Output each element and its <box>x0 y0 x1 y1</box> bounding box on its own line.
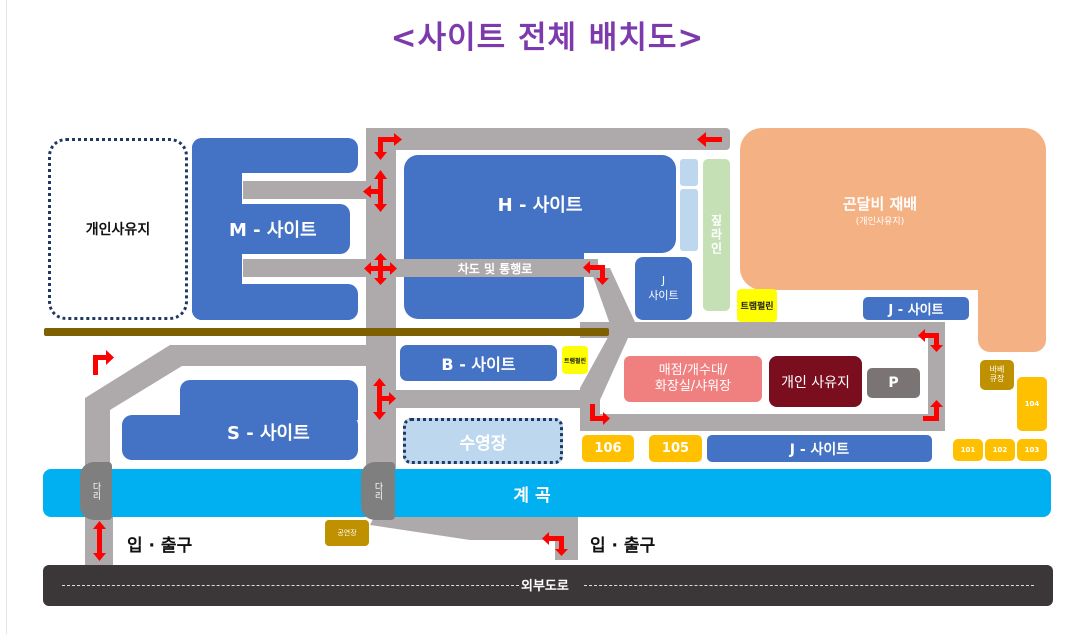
driveway-overlay <box>396 259 598 277</box>
b-site-lower-road <box>366 390 596 408</box>
four-way-arrow-icon <box>364 253 397 285</box>
zipline-label: 짚라인 <box>709 214 723 256</box>
private-land-left-label: 개인사유지 <box>85 222 151 238</box>
outer-road-label: 외부도로 <box>521 579 569 594</box>
private-land-mid-label: 개인 사유지 <box>781 374 850 391</box>
up-right-arrow-icon <box>93 350 114 375</box>
b-site[interactable]: B - 사이트 <box>400 345 557 381</box>
turn-arrow-icon <box>583 261 609 285</box>
trampoline-lower: 트램펄린 <box>562 346 588 374</box>
turn-arrow-icon <box>918 329 943 352</box>
slot-104-label: 104 <box>1024 400 1040 408</box>
t-junction-arrow-icon <box>363 170 387 212</box>
slot-103[interactable]: 103 <box>1017 439 1047 461</box>
m-site-top-arm[interactable] <box>192 138 358 173</box>
slot-103-label: 103 <box>1024 446 1040 454</box>
performance-hall-label: 공연장 <box>337 529 357 537</box>
left-arrow-icon <box>697 132 722 147</box>
stream-label: 계 곡 <box>513 485 551 506</box>
bbq-area: 바베 큐장 <box>980 360 1014 390</box>
j-site-right[interactable]: J - 사이트 <box>863 297 969 320</box>
gondalbi-farm <box>740 128 1046 290</box>
store-label-1: 매점/개수대/ <box>658 362 728 378</box>
gondalbi-label-group: 곤달비 재배 (개인사유지) <box>780 190 980 230</box>
page-title: <사이트 전체 배치도> <box>390 20 705 56</box>
m-site-bottom-arm[interactable] <box>192 284 358 320</box>
private-land-left: 개인사유지 <box>48 138 188 320</box>
slot-102-label: 102 <box>992 446 1008 454</box>
outer-road-dash-right <box>584 585 1034 586</box>
light-blue-block-1 <box>680 159 698 186</box>
entrance-left-label: 입 · 출구 <box>127 536 193 556</box>
zipline: 짚라인 <box>703 159 730 311</box>
stream: 계 곡 <box>43 469 1051 517</box>
s-site-top[interactable] <box>180 380 358 420</box>
s-site-label: S - 사이트 <box>227 422 310 444</box>
t-junction-arrow-icon <box>373 378 396 420</box>
bridge-middle-label: 다리 <box>372 482 383 500</box>
slot-105[interactable]: 105 <box>649 435 702 462</box>
slot-106[interactable]: 106 <box>582 435 634 462</box>
bridge-left[interactable]: 다리 <box>80 462 112 520</box>
m-site-middle-arm[interactable]: M - 사이트 <box>192 204 350 254</box>
frame-border <box>6 0 7 634</box>
top-road <box>366 128 730 150</box>
turn-arrow-icon <box>590 404 610 425</box>
b-site-label: B - 사이트 <box>441 355 516 374</box>
light-blue-block-2 <box>680 189 698 251</box>
slot-104[interactable]: 104 <box>1017 377 1047 431</box>
bridge-middle[interactable]: 다리 <box>361 462 395 520</box>
j-site-small-label-2: 사이트 <box>648 289 679 302</box>
store-facilities: 매점/개수대/ 화장실/샤워장 <box>624 356 762 402</box>
turn-arrow-icon <box>923 400 943 421</box>
slot-102[interactable]: 102 <box>985 439 1015 461</box>
entrance-right-label: 입 · 출구 <box>590 536 656 556</box>
fence-line <box>44 328 609 336</box>
j-site-bottom[interactable]: J - 사이트 <box>707 435 932 462</box>
pool-label: 수영장 <box>459 433 507 454</box>
slot-101[interactable]: 101 <box>953 439 983 461</box>
bridge-left-label: 다리 <box>90 482 101 500</box>
gondalbi-title: 곤달비 재배 <box>842 195 918 213</box>
bbq-label-1: 바베 <box>989 365 1005 375</box>
two-way-arrow-icon <box>93 521 106 561</box>
gondalbi-farm-tail <box>978 270 1046 352</box>
j-site-small-label-1: J <box>661 274 666 287</box>
h-site-label: H - 사이트 <box>497 195 583 216</box>
driveway-label: 차도 및 통행로 <box>457 261 533 276</box>
performance-hall: 공연장 <box>325 520 369 546</box>
j-site-bottom-label: J - 사이트 <box>789 441 850 458</box>
slot-101-label: 101 <box>960 446 976 454</box>
j-site-small[interactable]: J 사이트 <box>635 257 692 320</box>
trampoline-upper-label: 트램펄린 <box>740 302 774 312</box>
pool: 수영장 <box>403 418 563 464</box>
parking-label: P <box>888 375 899 391</box>
slot-106-label: 106 <box>594 441 622 456</box>
gondalbi-subtitle: (개인사유지) <box>855 217 905 227</box>
parking-area[interactable]: P <box>867 368 920 398</box>
slot-105-label: 105 <box>661 441 690 456</box>
store-label-2: 화장실/샤워장 <box>654 379 732 394</box>
turn-arrow-icon <box>542 532 568 556</box>
m-site-label: M - 사이트 <box>229 220 317 241</box>
outer-road-dash-left <box>62 585 519 586</box>
turn-arrow-icon <box>374 133 402 160</box>
private-land-mid: 개인 사유지 <box>769 356 862 407</box>
trampoline-lower-label: 트램펄린 <box>563 357 587 365</box>
trampoline-upper: 트램펄린 <box>737 289 777 322</box>
j-site-right-label: J - 사이트 <box>888 303 944 318</box>
bbq-label-2: 큐장 <box>989 374 1005 383</box>
m-site-upper-branch <box>243 181 373 199</box>
s-site[interactable]: S - 사이트 <box>122 415 358 460</box>
